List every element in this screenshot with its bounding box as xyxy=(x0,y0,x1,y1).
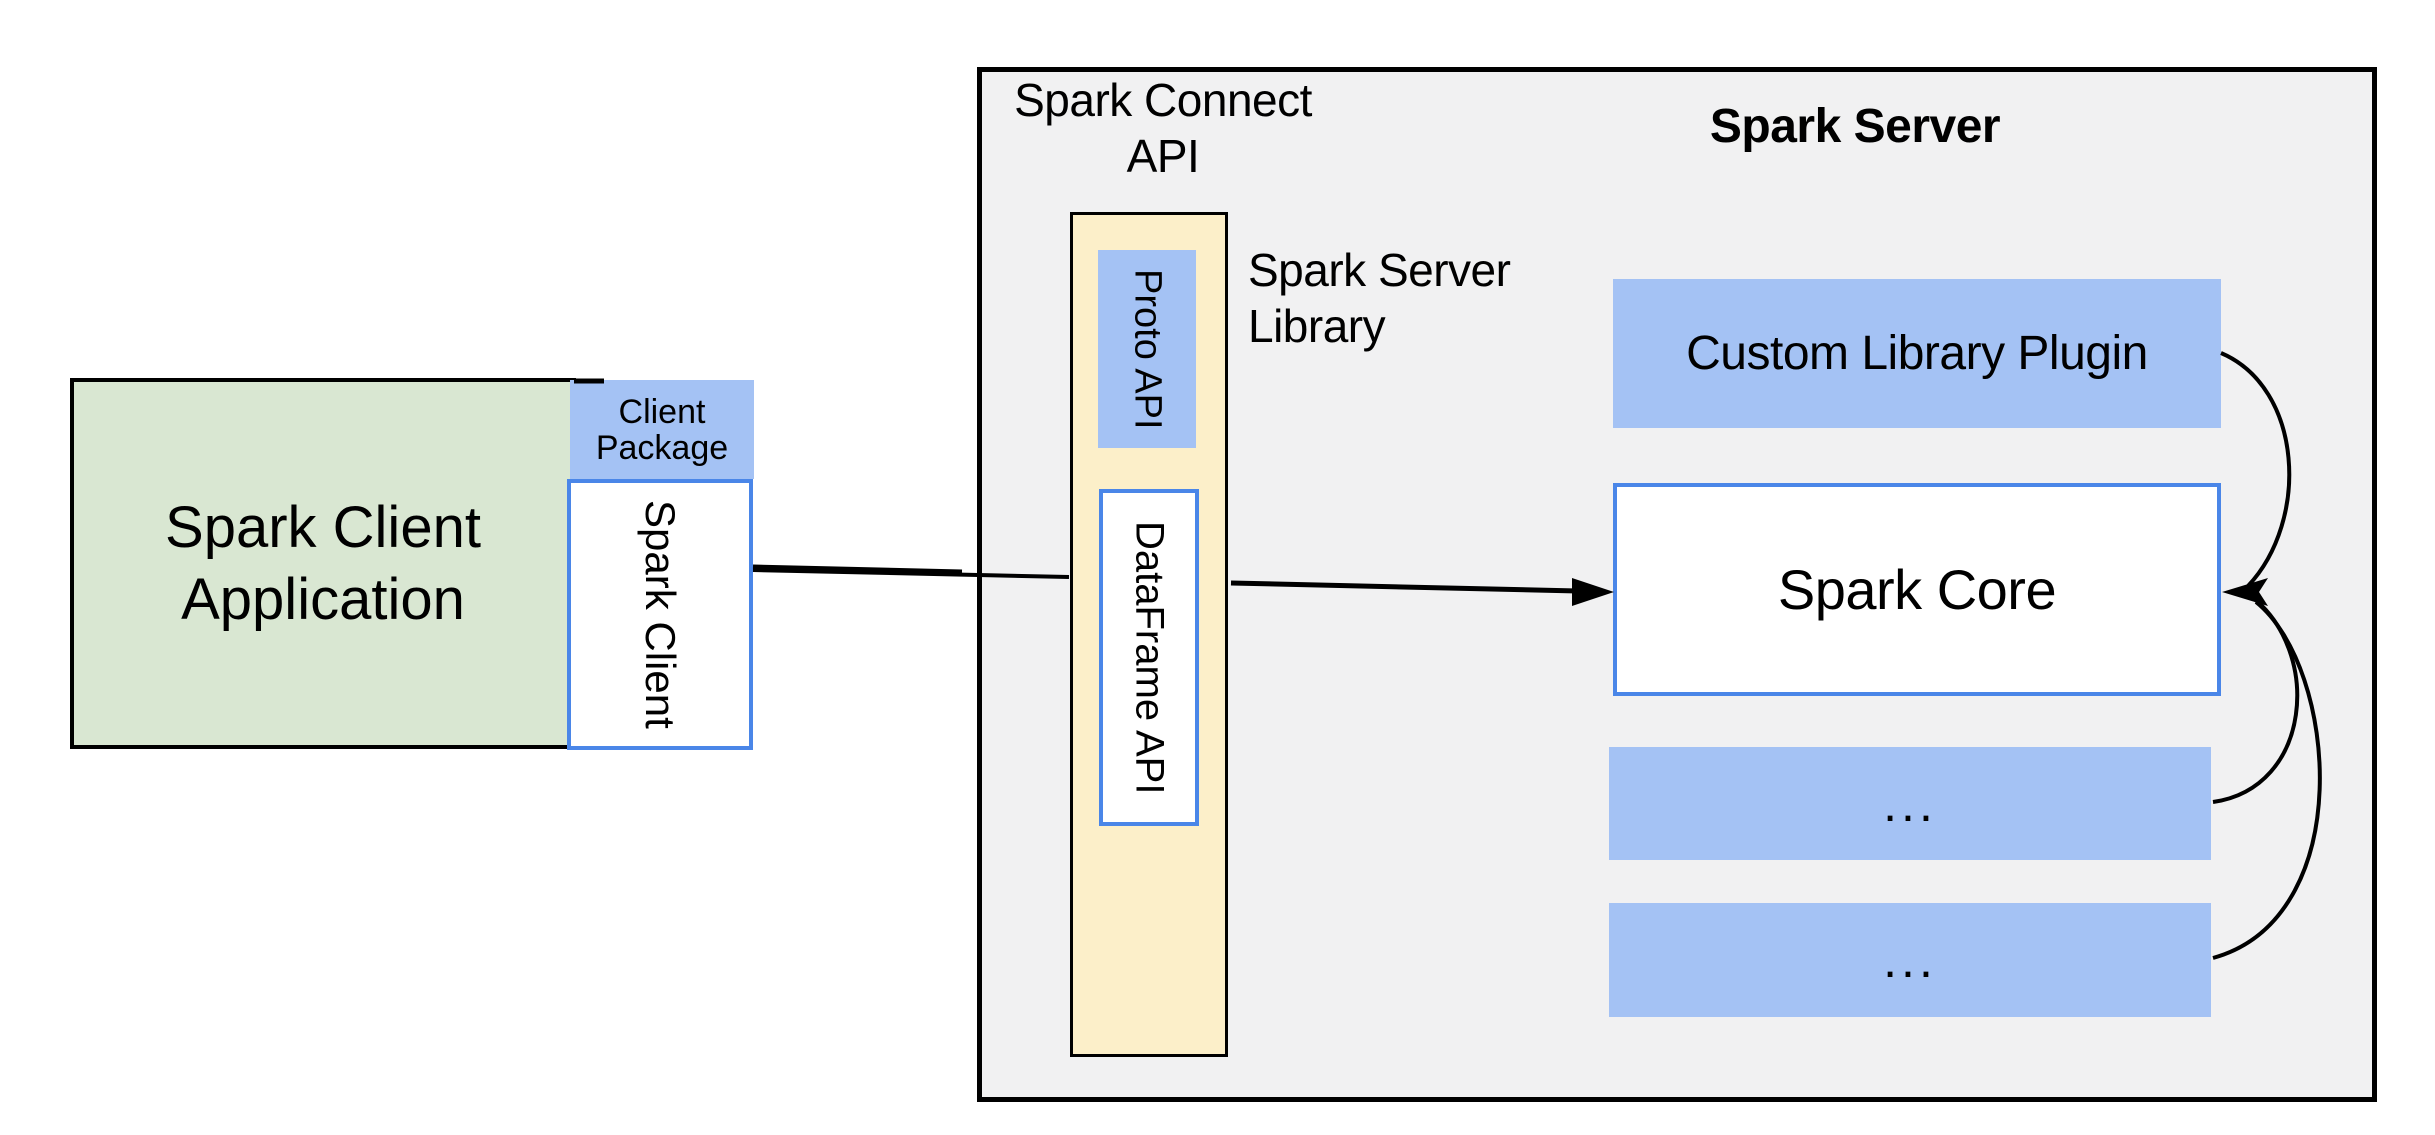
ellipsis-bottom-label: ... xyxy=(1883,932,1937,988)
spark-connect-api-label-line1: Spark Connect xyxy=(1014,74,1312,126)
client-package-label: Client Package xyxy=(596,394,728,466)
spark-client-label: Spark Client xyxy=(637,500,684,729)
ellipsis-box-bottom: ... xyxy=(1609,903,2211,1017)
spark-server-title: Spark Server xyxy=(1709,100,2001,153)
spark-core-label: Spark Core xyxy=(1777,558,2057,621)
spark-client-application-label-line1: Spark Client xyxy=(165,494,481,560)
proto-api-label: Proto API xyxy=(1126,268,1169,430)
custom-library-plugin-box: Custom Library Plugin xyxy=(1613,279,2221,428)
proto-api-box: Proto API xyxy=(1098,250,1196,448)
spark-connect-api-label: Spark Connect API xyxy=(1013,72,1313,184)
custom-library-plugin-label: Custom Library Plugin xyxy=(1686,327,2148,380)
spark-server-library-label-line1: Spark Server xyxy=(1248,244,1511,296)
spark-server-library-label: Spark Server Library xyxy=(1248,242,1568,354)
spark-connect-api-label-line2: API xyxy=(1126,130,1200,182)
spark-client-box: Spark Client xyxy=(567,479,753,750)
spark-client-application-label-line2: Application xyxy=(181,566,465,632)
spark-client-application-box: Spark Client Application xyxy=(70,378,576,749)
spark-server-library-label-line2: Library xyxy=(1248,300,1386,352)
dataframe-api-label: DataFrame API xyxy=(1127,520,1172,795)
spark-client-application-label: Spark Client Application xyxy=(165,492,481,636)
client-to-connect-line-stroke-a xyxy=(752,564,963,575)
client-package-label-line2: Package xyxy=(595,428,729,467)
client-package-box: Client Package xyxy=(570,380,754,479)
ellipsis-top-label: ... xyxy=(1883,775,1937,832)
ellipsis-box-top: ... xyxy=(1609,747,2211,860)
spark-core-box: Spark Core xyxy=(1613,483,2221,696)
dataframe-api-box: DataFrame API xyxy=(1099,489,1199,826)
client-package-label-line1: Client xyxy=(618,392,706,431)
